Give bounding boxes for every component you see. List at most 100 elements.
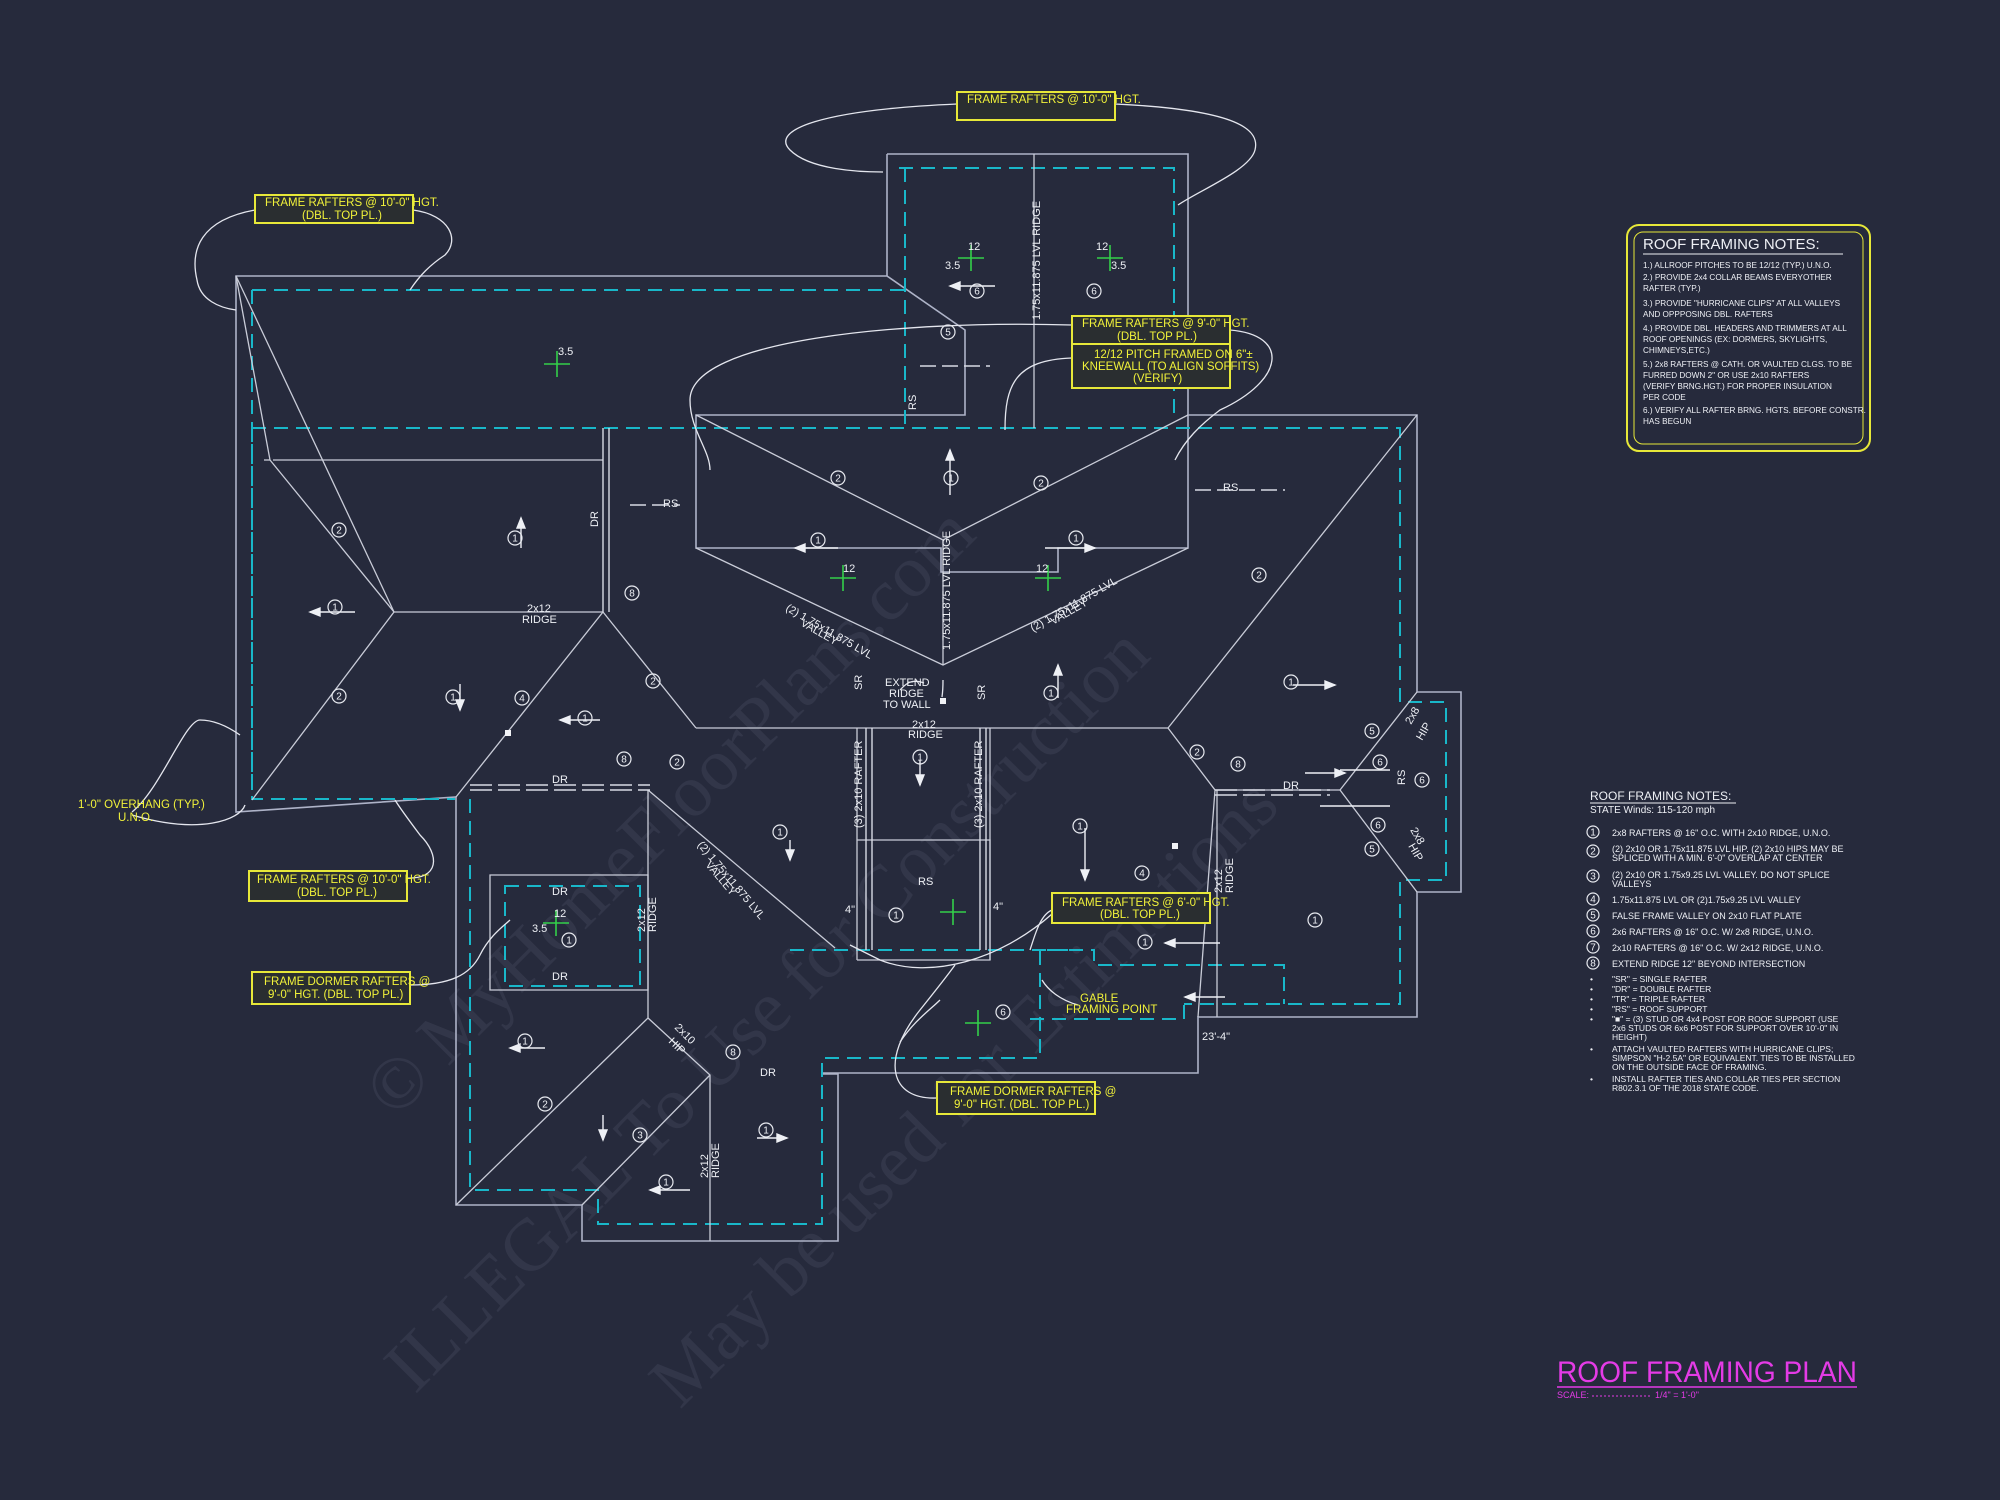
- scale-value: 1/4" = 1'-0": [1655, 1390, 1699, 1400]
- svg-text:3.5: 3.5: [532, 923, 547, 935]
- legend-title: ROOF FRAMING NOTES:: [1590, 789, 1731, 803]
- svg-text:4.) PROVIDE DBL. HEADERS AND T: 4.) PROVIDE DBL. HEADERS AND TRIMMERS AT…: [1643, 324, 1847, 333]
- svg-text:•: •: [1590, 974, 1593, 984]
- svg-text:FRAME RAFTERS @ 6'-0" HGT.: FRAME RAFTERS @ 6'-0" HGT.: [1062, 897, 1229, 909]
- svg-text:2x10 RAFTERS @ 16" O.C. W/ 2x1: 2x10 RAFTERS @ 16" O.C. W/ 2x12 RIDGE, U…: [1612, 943, 1823, 953]
- svg-text:1: 1: [1073, 534, 1079, 545]
- watermark-copyright: © MyHomeFloorPlans.com: [349, 491, 990, 1132]
- svg-text:HIP: HIP: [1414, 721, 1434, 743]
- svg-text:6: 6: [1377, 758, 1383, 769]
- svg-text:EXTEND: EXTEND: [885, 677, 930, 689]
- svg-text:1: 1: [663, 1178, 669, 1189]
- svg-text:(DBL. TOP PL.): (DBL. TOP PL.): [1117, 331, 1197, 343]
- svg-text:2.) PROVIDE 2x4 COLLAR BEAMS E: 2.) PROVIDE 2x4 COLLAR BEAMS EVERYOTHER: [1643, 273, 1832, 282]
- svg-text:2x12: 2x12: [699, 1154, 711, 1178]
- svg-text:3.5: 3.5: [945, 260, 960, 272]
- svg-text:•: •: [1590, 1014, 1593, 1024]
- svg-text:"SR" = SINGLE RAFTER: "SR" = SINGLE RAFTER: [1612, 974, 1707, 984]
- callout-overhang: 1'-0" OVERHANG (TYP.) U.N.O.: [78, 799, 205, 824]
- svg-text:1: 1: [1312, 916, 1318, 927]
- svg-text:RS: RS: [918, 876, 933, 888]
- svg-text:6: 6: [1419, 776, 1425, 787]
- svg-text:VALLEYS: VALLEYS: [1612, 879, 1651, 889]
- svg-text:1: 1: [582, 714, 588, 725]
- svg-text:1.75x11.875 LVL OR (2)1.75x9.2: 1.75x11.875 LVL OR (2)1.75x9.25 LVL VALL…: [1612, 895, 1801, 905]
- svg-text:5: 5: [945, 328, 951, 339]
- svg-text:1: 1: [917, 753, 923, 764]
- svg-text:RS: RS: [663, 498, 678, 510]
- svg-text:1: 1: [332, 603, 338, 614]
- svg-text:"TR" = TRIPLE RAFTER: "TR" = TRIPLE RAFTER: [1612, 994, 1705, 1004]
- svg-text:3.5: 3.5: [558, 346, 573, 358]
- legend-items: 1 2x8 RAFTERS @ 16" O.C. WITH 2x10 RIDGE…: [1586, 825, 1843, 970]
- svg-text:FRAME RAFTERS @ 10'-0" HGT.: FRAME RAFTERS @ 10'-0" HGT.: [265, 197, 439, 209]
- svg-text:1: 1: [815, 536, 821, 547]
- svg-text:FRAME DORMER RAFTERS @: FRAME DORMER RAFTERS @: [264, 976, 430, 988]
- svg-text:DR: DR: [552, 971, 568, 983]
- svg-text:1.) ALLROOF PITCHES TO BE 12/1: 1.) ALLROOF PITCHES TO BE 12/12 (TYP.) U…: [1643, 261, 1832, 270]
- svg-text:9'-0" HGT. (DBL. TOP PL.): 9'-0" HGT. (DBL. TOP PL.): [954, 1099, 1090, 1111]
- svg-text:DR: DR: [552, 774, 568, 786]
- roof-support-posts: [505, 698, 1178, 849]
- svg-text:R802.3.1 OF THE 2018 STATE COD: R802.3.1 OF THE 2018 STATE CODE.: [1612, 1083, 1759, 1093]
- svg-text:8: 8: [1590, 959, 1596, 970]
- svg-text:2: 2: [542, 1100, 548, 1111]
- svg-text:SR: SR: [853, 675, 865, 690]
- callout-center-lower: FRAME RAFTERS @ 6'-0" HGT. (DBL. TOP PL.…: [1051, 892, 1229, 924]
- svg-text:2: 2: [674, 758, 680, 769]
- svg-text:ATTACH VAULTED RAFTERS WITH HU: ATTACH VAULTED RAFTERS WITH HURRICANE CL…: [1612, 1044, 1833, 1054]
- svg-text:8: 8: [621, 755, 627, 766]
- svg-text:HEIGHT): HEIGHT): [1612, 1032, 1647, 1042]
- svg-text:(DBL. TOP PL.): (DBL. TOP PL.): [302, 210, 382, 222]
- svg-text:12: 12: [1096, 241, 1108, 253]
- svg-text:(DBL. TOP PL.): (DBL. TOP PL.): [297, 887, 377, 899]
- svg-text:RIDGE: RIDGE: [647, 897, 659, 932]
- svg-text:RIDGE: RIDGE: [889, 688, 924, 700]
- svg-text:3.5: 3.5: [1111, 260, 1126, 272]
- svg-text:2x12: 2x12: [912, 719, 936, 731]
- svg-text:ROOF OPENINGS (EX: DORMERS, SK: ROOF OPENINGS (EX: DORMERS, SKYLIGHTS,: [1643, 335, 1827, 344]
- svg-text:1: 1: [450, 693, 456, 704]
- svg-text:AND OPPPOSING DBL. RAFTERS: AND OPPPOSING DBL. RAFTERS: [1643, 310, 1773, 319]
- svg-text:5: 5: [1590, 911, 1596, 922]
- rafter-marks: [470, 365, 1330, 950]
- svg-text:6: 6: [1000, 1008, 1006, 1019]
- svg-text:12/12 PITCH FRAMED ON 6"±: 12/12 PITCH FRAMED ON 6"±: [1094, 349, 1253, 361]
- svg-text:(3) 2x10 RAFTER: (3) 2x10 RAFTER: [973, 741, 985, 828]
- notes-box-title: ROOF FRAMING NOTES:: [1643, 236, 1820, 253]
- svg-text:12: 12: [843, 563, 855, 575]
- svg-text:6: 6: [1375, 821, 1381, 832]
- svg-text:DR: DR: [760, 1067, 776, 1079]
- svg-text:KNEEWALL (TO ALIGN SOFFITS): KNEEWALL (TO ALIGN SOFFITS): [1082, 361, 1259, 373]
- svg-text:TO WALL: TO WALL: [883, 699, 931, 711]
- drawing-title-block: ROOF FRAMING PLAN SCALE: 1/4" = 1'-0": [1557, 1356, 1857, 1400]
- svg-text:•: •: [1590, 984, 1593, 994]
- svg-text:1: 1: [1077, 822, 1083, 833]
- svg-text:12: 12: [554, 908, 566, 920]
- callout-top-center: FRAME RAFTERS @ 10'-0" HGT.: [956, 91, 1141, 121]
- svg-text:12: 12: [1036, 563, 1048, 575]
- svg-text:2x12: 2x12: [636, 908, 648, 932]
- framing-lines: [235, 154, 1418, 1241]
- svg-text:SR: SR: [976, 685, 988, 700]
- callout-left-mid: FRAME RAFTERS @ 10'-0" HGT. (DBL. TOP PL…: [248, 870, 431, 902]
- svg-text:"RS" = ROOF SUPPORT: "RS" = ROOF SUPPORT: [1612, 1004, 1707, 1014]
- svg-text:6: 6: [974, 287, 980, 298]
- svg-text:U.N.O.: U.N.O.: [118, 812, 153, 824]
- svg-text:2x12: 2x12: [1213, 869, 1225, 893]
- svg-text:"DR" = DOUBLE RAFTER: "DR" = DOUBLE RAFTER: [1612, 984, 1711, 994]
- svg-text:FRAME RAFTERS @ 9'-0" HGT.: FRAME RAFTERS @ 9'-0" HGT.: [1082, 318, 1249, 330]
- svg-text:1: 1: [1048, 689, 1054, 700]
- svg-text:1: 1: [1288, 678, 1294, 689]
- svg-text:2x6 STUDS OR 6x6 POST FOR SUPP: 2x6 STUDS OR 6x6 POST FOR SUPPORT OVER 1…: [1612, 1023, 1838, 1033]
- svg-text:1: 1: [566, 936, 572, 947]
- svg-text:1: 1: [777, 828, 783, 839]
- svg-text:1'-0" OVERHANG (TYP.): 1'-0" OVERHANG (TYP.): [78, 799, 205, 811]
- svg-text:2x12: 2x12: [527, 603, 551, 615]
- callout-dormer-bottom: FRAME DORMER RAFTERS @ 9'-0" HGT. (DBL. …: [936, 1081, 1116, 1115]
- svg-text:INSTALL RAFTER TIES AND COLLAR: INSTALL RAFTER TIES AND COLLAR TIES PER …: [1612, 1074, 1840, 1084]
- scale-label: SCALE:: [1557, 1390, 1589, 1400]
- pitch-labels: 12 3.5 12 3.5 3.5 12 12 12 3.5 4" 4": [532, 241, 1126, 935]
- svg-text:2: 2: [835, 474, 841, 485]
- callout-kneewall: 12/12 PITCH FRAMED ON 6"± KNEEWALL (TO A…: [1071, 343, 1259, 389]
